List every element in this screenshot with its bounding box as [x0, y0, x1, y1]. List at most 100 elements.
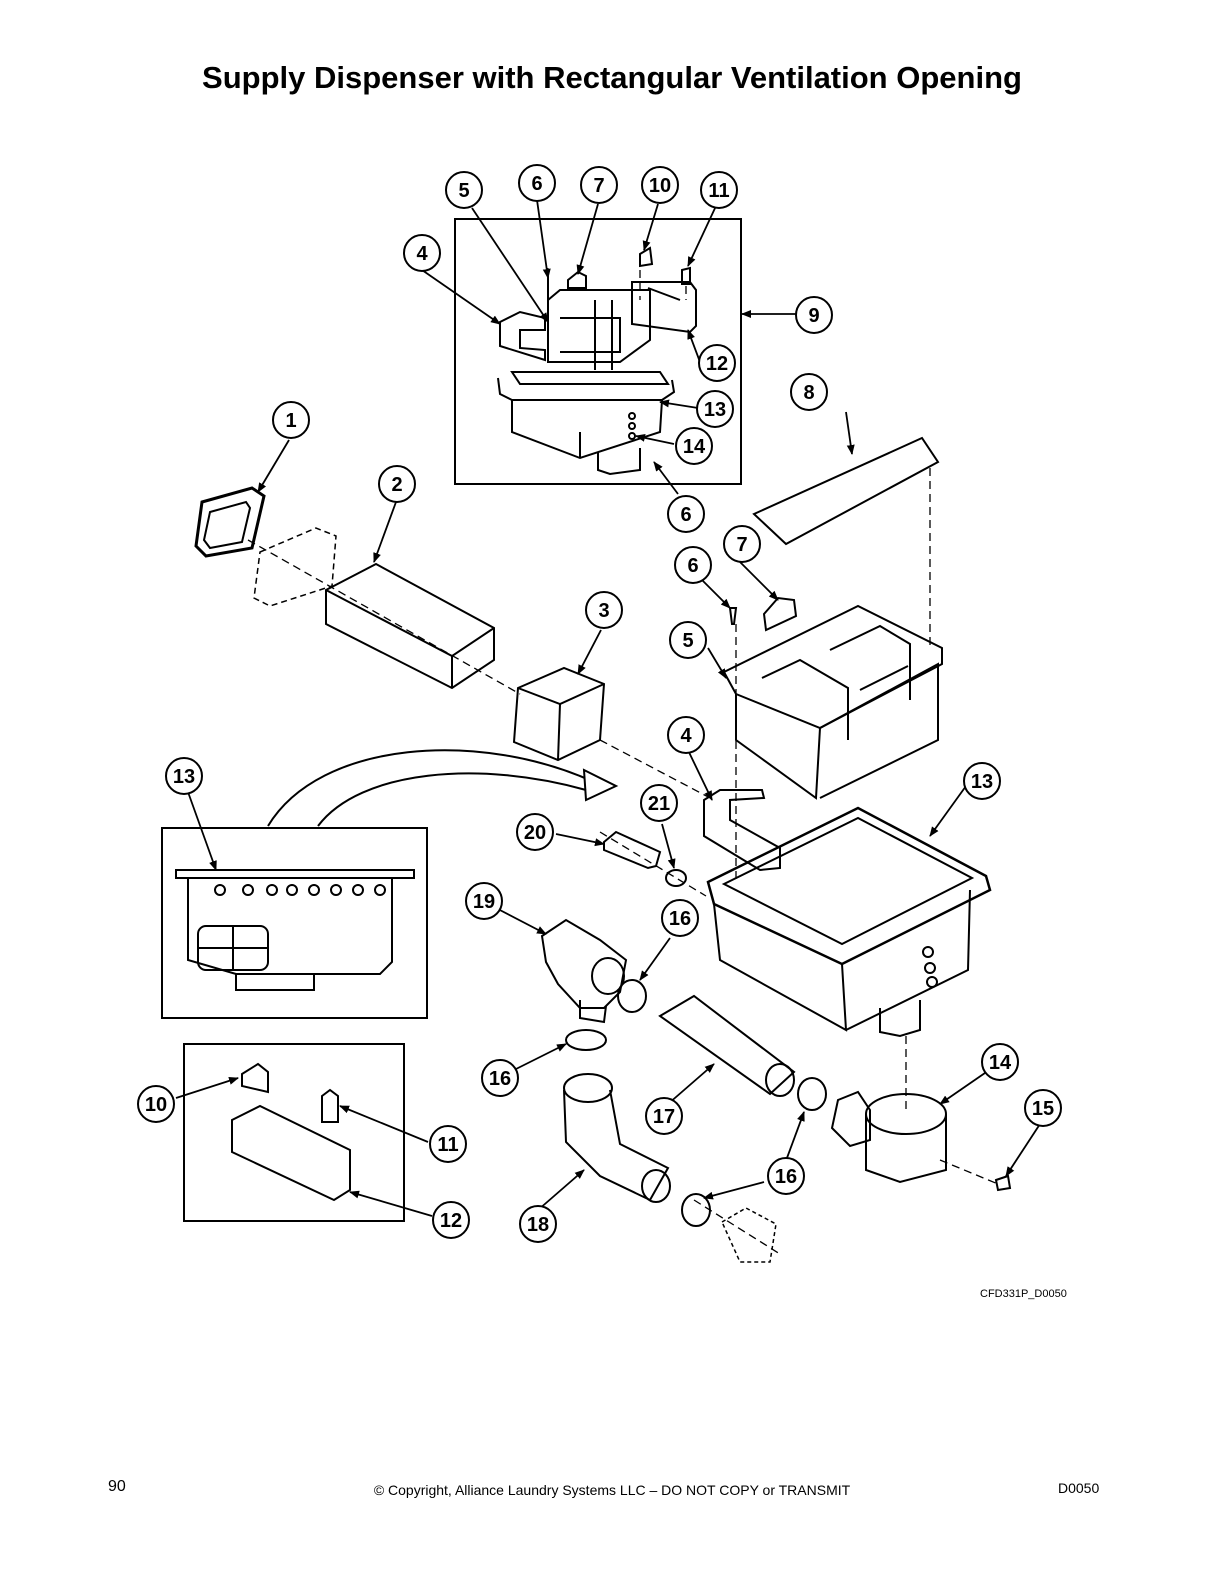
- callout-16-c: 16: [775, 1166, 797, 1188]
- callout-16-a: 16: [669, 908, 691, 930]
- callout-circle: [667, 716, 705, 754]
- straight-hose-part: [658, 994, 796, 1097]
- ring-part: [665, 869, 687, 887]
- clamp-part: [797, 1077, 827, 1111]
- callout-circle: [645, 1097, 683, 1135]
- callout-circle: [641, 166, 679, 204]
- inset-box-cover: [183, 1043, 405, 1222]
- curved-arrow-outer: [317, 772, 587, 827]
- cover-detail: [231, 1062, 351, 1202]
- elbow-hose-part: [563, 1073, 671, 1203]
- dispenser-housing-part: [706, 806, 992, 1038]
- callout-13: 13: [971, 771, 993, 793]
- callout-circle: [698, 344, 736, 382]
- callout-5-top: 5: [458, 180, 469, 202]
- callout-circle: [790, 373, 828, 411]
- callout-12-top: 12: [706, 353, 728, 375]
- callout-circle: [465, 882, 503, 920]
- callout-13-left: 13: [173, 766, 195, 788]
- callout-circle: [675, 427, 713, 465]
- callout-7-top: 7: [593, 175, 604, 197]
- callout-11: 11: [437, 1134, 458, 1156]
- callout-circle: [661, 899, 699, 937]
- callout-circle: [963, 762, 1001, 800]
- sump-part: [830, 1090, 947, 1184]
- callout-18: 18: [527, 1214, 549, 1236]
- callout-circle: [519, 1205, 557, 1243]
- callout-20: 20: [524, 822, 546, 844]
- clamp-part: [565, 1029, 607, 1051]
- clamp-part: [617, 979, 647, 1013]
- callout-circle: [432, 1201, 470, 1239]
- gasket-part: [194, 486, 337, 607]
- callout-circle: [700, 171, 738, 209]
- curved-arrow: [267, 749, 595, 827]
- inset-dispenser-assembly: [497, 246, 697, 476]
- callout-circle: [137, 1085, 175, 1123]
- screw-part: [728, 607, 738, 625]
- callout-2: 2: [391, 474, 402, 496]
- callout-circle: [518, 164, 556, 202]
- callout-circle: [674, 546, 712, 584]
- screw-part: [994, 1174, 1012, 1192]
- filter-part: [512, 666, 606, 762]
- callout-1: 1: [285, 410, 296, 432]
- callout-14-top: 14: [683, 436, 706, 458]
- callout-circle: [795, 296, 833, 334]
- callout-circle: [981, 1043, 1019, 1081]
- callout-9: 9: [808, 305, 819, 327]
- callout-circle: [403, 234, 441, 272]
- clamp-part: [681, 1193, 711, 1227]
- callout-12: 12: [440, 1210, 462, 1232]
- callout-19: 19: [473, 891, 495, 913]
- callout-10: 10: [145, 1094, 167, 1116]
- callout-circle: [445, 171, 483, 209]
- callout-15: 15: [1032, 1098, 1054, 1120]
- doc-code: D0050: [1058, 1480, 1100, 1496]
- inset-box-manifold: [161, 827, 428, 1019]
- lid-plate-part: [752, 436, 940, 546]
- callout-4-top: 4: [416, 243, 428, 265]
- phantom-pipe: [721, 1207, 777, 1263]
- callout-circle: [696, 390, 734, 428]
- callout-circle: [723, 525, 761, 563]
- page-title: Supply Dispenser with Rectangular Ventil…: [202, 60, 1022, 95]
- callout-circle: [481, 1059, 519, 1097]
- callout-5: 5: [682, 630, 693, 652]
- callout-circle: [767, 1157, 805, 1195]
- manifold-detail: [175, 869, 415, 991]
- callout-8: 8: [803, 382, 814, 404]
- callout-6-inset: 6: [680, 504, 691, 526]
- tray-part: [722, 604, 943, 800]
- callout-7: 7: [736, 534, 747, 556]
- callout-17: 17: [653, 1106, 675, 1128]
- callout-6: 6: [687, 555, 698, 577]
- page-number: 90: [108, 1478, 126, 1495]
- callout-circle: [429, 1125, 467, 1163]
- callout-6-top: 6: [531, 173, 542, 195]
- inset-box-top-assembly: [454, 218, 742, 485]
- callout-3: 3: [598, 600, 609, 622]
- callout-circle: [516, 813, 554, 851]
- callout-11-top: 11: [708, 180, 729, 202]
- callout-14: 14: [989, 1052, 1012, 1074]
- callout-10-top: 10: [649, 175, 671, 197]
- cap-part: [762, 596, 798, 632]
- callout-4: 4: [680, 725, 692, 747]
- callout-21: 21: [648, 793, 670, 815]
- copyright-notice: © Copyright, Alliance Laundry Systems LL…: [373, 1482, 851, 1498]
- callout-16-b: 16: [489, 1068, 511, 1090]
- drawing-code: CFD331P_D0050: [980, 1288, 1067, 1300]
- callout-circle: [669, 621, 707, 659]
- valve-part: [540, 918, 628, 1024]
- curved-arrow-tip: [582, 768, 619, 802]
- callout-13-top: 13: [704, 399, 726, 421]
- callout-circle: [378, 465, 416, 503]
- callout-circle: [272, 401, 310, 439]
- callout-circle: [165, 757, 203, 795]
- callout-circle: [585, 591, 623, 629]
- bracket-part: [703, 789, 781, 872]
- duct-part: [325, 562, 495, 690]
- callout-circle: [667, 495, 705, 533]
